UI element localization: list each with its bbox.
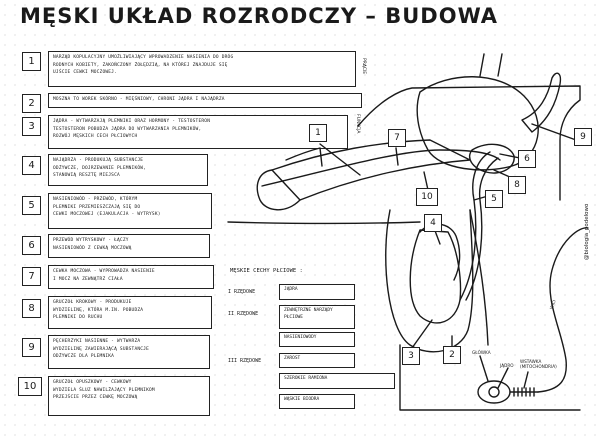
- diagram-marker: 10: [416, 188, 438, 206]
- description-box: GRUCZOŁ KROKOWY - PRODUKUJE WYDZIELINĘ, …: [48, 296, 212, 329]
- item-number: 10: [18, 377, 42, 396]
- seminal-vesicle: [521, 72, 562, 133]
- sperm-tail: [537, 227, 589, 393]
- sperm-head: [477, 380, 511, 404]
- trait-value: JĄDRA: [279, 284, 355, 300]
- trait-value: WĄSKIE BIODRA: [279, 394, 355, 409]
- glans-outline: [256, 169, 301, 211]
- testis-outline: [409, 229, 462, 324]
- diagram-marker: 1: [309, 124, 327, 142]
- sperm-midpiece: [513, 387, 535, 397]
- body-outline: [227, 221, 421, 225]
- item-number: 8: [22, 299, 41, 318]
- body-outline: [469, 209, 489, 346]
- trait-value: SZEROKIE RAMIONA: [279, 373, 395, 389]
- ureter: [497, 53, 503, 77]
- description-box: CEWKA MOCZOWA - WYPROWADZA NASIENIE I MO…: [48, 265, 214, 289]
- diagram-marker: 9: [574, 128, 592, 146]
- body-outline: [357, 85, 581, 201]
- diagram-marker: 2: [443, 346, 461, 364]
- page-title: MĘSKI UKŁAD ROZRODCZY – BUDOWA: [20, 4, 499, 28]
- item-number: 3: [22, 117, 41, 136]
- diagram-marker: 6: [518, 150, 536, 168]
- sperm-midpiece-label: WSTAWKA (MITOCHONDRIA): [520, 359, 557, 369]
- description-box: PĘCHERZYKI NASIENNE - WYTWARZA WYDZIELIN…: [48, 335, 210, 369]
- leader-line: [423, 171, 429, 191]
- diagram-marker: 3: [402, 347, 420, 365]
- diagram-marker: 7: [388, 129, 406, 147]
- trait-value: ZAROST: [279, 353, 355, 368]
- leader-line: [523, 371, 529, 389]
- item-number: 6: [22, 236, 41, 255]
- diagram-marker: 8: [508, 176, 526, 194]
- leader-line: [499, 153, 521, 159]
- description-box: MOSZNA TO WOREK SKÓRNO - MIĘŚNIOWY, CHRO…: [48, 93, 362, 108]
- diagram-marker: 4: [424, 214, 442, 232]
- description-box: GRUCZOŁ OPUSZKOWY - CEWKOWY WYDZIELA ŚLU…: [48, 376, 210, 416]
- penis-outline: [285, 147, 323, 167]
- leader-line: [531, 123, 577, 141]
- trait-order: I RZĘDOWE: [228, 289, 256, 295]
- penis-outline: [271, 139, 471, 201]
- item-number: 7: [22, 267, 41, 286]
- sperm-nucleus: [488, 386, 500, 398]
- description-box: NARZĄD KOPULACYJNY UMOŻLIWIAJĄCY WPROWAD…: [48, 51, 356, 87]
- traits-heading: MĘSKIE CECHY PŁCIOWE :: [230, 268, 303, 274]
- item-number: 2: [22, 94, 41, 113]
- leader-line: [479, 355, 489, 382]
- urethra: [261, 149, 501, 187]
- leader-line: [395, 147, 399, 166]
- item-number: 1: [22, 52, 41, 71]
- sperm-nucleus-label: JĄDRO: [500, 363, 514, 368]
- leader-line: [411, 319, 433, 349]
- trait-value: ZEWNĘTRZNE NARZĄDY PŁCIOWE: [279, 305, 355, 329]
- description-box: PRZEWÓD WYTRYSKOWY - ŁĄCZY NASIENIOWÓD Z…: [48, 234, 210, 258]
- description-box: NAJĄDRZA - PRODUKUJĄ SUBSTANCJE ODŻYWCZE…: [48, 154, 208, 186]
- trait-value: NASIENIOWODY: [279, 332, 355, 347]
- scrotum-outline: [385, 209, 474, 353]
- vas-deferens: [459, 151, 491, 301]
- item-number: 9: [22, 338, 41, 357]
- leader-line: [319, 143, 361, 176]
- leader-line: [497, 367, 509, 389]
- sperm-head-label: GŁÓWKA: [472, 350, 491, 355]
- diagram-marker: 5: [485, 190, 503, 208]
- trait-order: II RZĘDOWE: [228, 311, 259, 317]
- prostate-outline: [468, 143, 515, 174]
- description-box: JĄDRA - WYTWARZAJĄ PLEMNIKI ORAZ HORMONY…: [48, 115, 348, 149]
- body-outline: [399, 344, 581, 411]
- trait-order: III RZĘDOWE: [228, 358, 262, 364]
- item-number: 4: [22, 156, 41, 175]
- ureter: [479, 53, 485, 77]
- vas-deferens: [465, 157, 499, 301]
- item-number: 5: [22, 196, 41, 215]
- watermark: @biologia_podelowo: [584, 203, 590, 260]
- description-box: NASIENIOWÓD - PRZEWÓD, KTÓRYM PLEMNIKI P…: [48, 193, 212, 229]
- epididymis-outline: [419, 223, 461, 281]
